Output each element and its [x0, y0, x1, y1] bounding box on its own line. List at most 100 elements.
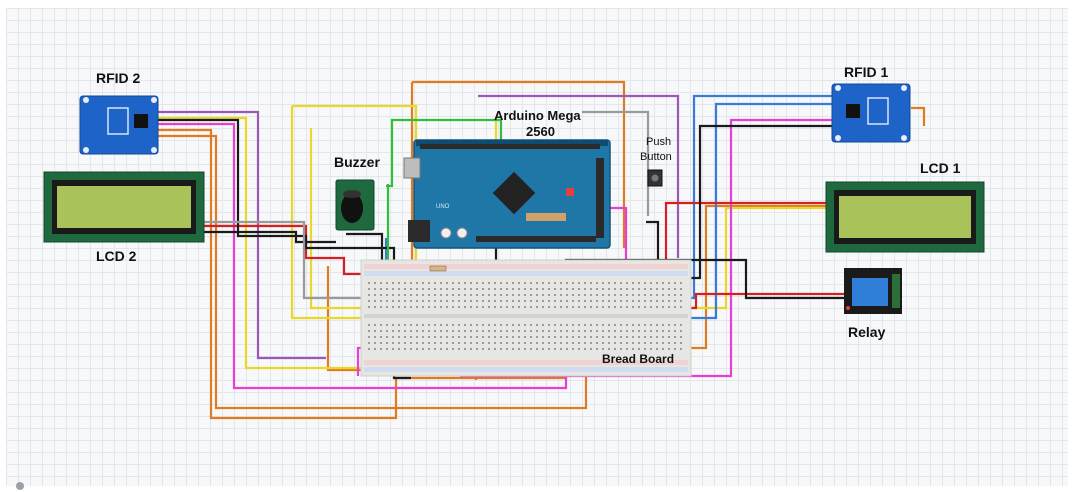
- breadboard-hole: [566, 294, 568, 296]
- breadboard-hole: [374, 330, 376, 332]
- breadboard-hole: [464, 330, 466, 332]
- svg-text:UNO: UNO: [436, 204, 450, 210]
- breadboard-hole: [524, 330, 526, 332]
- breadboard-hole: [518, 306, 520, 308]
- breadboard-hole: [614, 300, 616, 302]
- breadboard-hole: [626, 336, 628, 338]
- breadboard-hole: [434, 342, 436, 344]
- breadboard-hole: [506, 348, 508, 350]
- breadboard-hole: [566, 348, 568, 350]
- breadboard-hole: [560, 348, 562, 350]
- breadboard-hole: [452, 336, 454, 338]
- buzzer-label: Buzzer: [334, 154, 380, 170]
- breadboard-hole: [626, 288, 628, 290]
- breadboard-hole: [572, 306, 574, 308]
- breadboard-hole: [488, 288, 490, 290]
- breadboard-hole: [488, 336, 490, 338]
- breadboard-hole: [374, 324, 376, 326]
- breadboard-hole: [584, 288, 586, 290]
- breadboard-hole: [530, 348, 532, 350]
- breadboard-hole: [674, 342, 676, 344]
- breadboard-hole: [524, 294, 526, 296]
- breadboard-hole: [614, 324, 616, 326]
- schematic-canvas[interactable]: UNO: [6, 8, 1068, 490]
- breadboard-hole: [632, 348, 634, 350]
- breadboard-hole: [596, 300, 598, 302]
- breadboard-hole: [434, 306, 436, 308]
- breadboard-hole: [506, 342, 508, 344]
- breadboard-hole: [560, 300, 562, 302]
- breadboard-hole: [428, 294, 430, 296]
- breadboard-hole: [536, 300, 538, 302]
- breadboard-hole: [482, 300, 484, 302]
- breadboard-hole: [434, 294, 436, 296]
- breadboard-hole: [656, 348, 658, 350]
- breadboard-hole: [662, 330, 664, 332]
- breadboard-hole: [524, 282, 526, 284]
- breadboard-hole: [548, 330, 550, 332]
- breadboard-hole: [596, 324, 598, 326]
- breadboard-hole: [560, 306, 562, 308]
- breadboard-hole: [398, 288, 400, 290]
- breadboard-hole: [566, 282, 568, 284]
- breadboard-hole: [554, 324, 556, 326]
- breadboard-hole: [608, 336, 610, 338]
- breadboard-hole: [512, 330, 514, 332]
- breadboard-hole: [410, 348, 412, 350]
- breadboard-hole: [680, 306, 682, 308]
- wire-orange: [412, 80, 626, 248]
- breadboard-hole: [464, 324, 466, 326]
- breadboard-hole: [596, 294, 598, 296]
- breadboard-hole: [416, 336, 418, 338]
- breadboard-hole: [668, 306, 670, 308]
- breadboard-hole: [572, 342, 574, 344]
- breadboard-hole: [434, 330, 436, 332]
- breadboard-hole: [470, 306, 472, 308]
- breadboard-hole: [524, 342, 526, 344]
- breadboard-hole: [554, 348, 556, 350]
- breadboard-hole: [620, 336, 622, 338]
- breadboard-hole: [398, 300, 400, 302]
- breadboard-hole: [572, 282, 574, 284]
- breadboard-hole: [470, 282, 472, 284]
- breadboard-hole: [512, 336, 514, 338]
- breadboard-hole: [494, 282, 496, 284]
- breadboard-hole: [572, 288, 574, 290]
- breadboard-hole: [440, 348, 442, 350]
- breadboard-hole: [368, 300, 370, 302]
- breadboard-hole: [440, 324, 442, 326]
- breadboard-hole: [494, 294, 496, 296]
- breadboard-hole: [638, 288, 640, 290]
- wire-black: [646, 220, 660, 276]
- rfid-2-label: RFID 2: [96, 70, 141, 86]
- breadboard-hole: [578, 288, 580, 290]
- breadboard-hole: [596, 342, 598, 344]
- breadboard-hole: [434, 336, 436, 338]
- canvas-resize-handle[interactable]: [16, 482, 24, 490]
- breadboard-hole: [656, 324, 658, 326]
- breadboard-hole: [500, 288, 502, 290]
- breadboard-hole: [392, 306, 394, 308]
- breadboard-hole: [368, 282, 370, 284]
- breadboard-hole: [446, 288, 448, 290]
- breadboard-hole: [416, 300, 418, 302]
- breadboard-hole: [638, 306, 640, 308]
- breadboard-hole: [548, 300, 550, 302]
- breadboard-hole: [608, 330, 610, 332]
- breadboard-hole: [398, 330, 400, 332]
- breadboard-hole: [446, 282, 448, 284]
- breadboard-hole: [656, 336, 658, 338]
- breadboard-hole: [404, 294, 406, 296]
- breadboard-hole: [404, 288, 406, 290]
- wire-red: [204, 224, 396, 276]
- breadboard-hole: [446, 342, 448, 344]
- breadboard-hole: [626, 282, 628, 284]
- breadboard-hole: [452, 282, 454, 284]
- breadboard-hole: [554, 330, 556, 332]
- breadboard-hole: [428, 348, 430, 350]
- breadboard-hole: [392, 330, 394, 332]
- breadboard-hole: [530, 342, 532, 344]
- breadboard-hole: [572, 330, 574, 332]
- breadboard-hole: [602, 288, 604, 290]
- breadboard-hole: [506, 306, 508, 308]
